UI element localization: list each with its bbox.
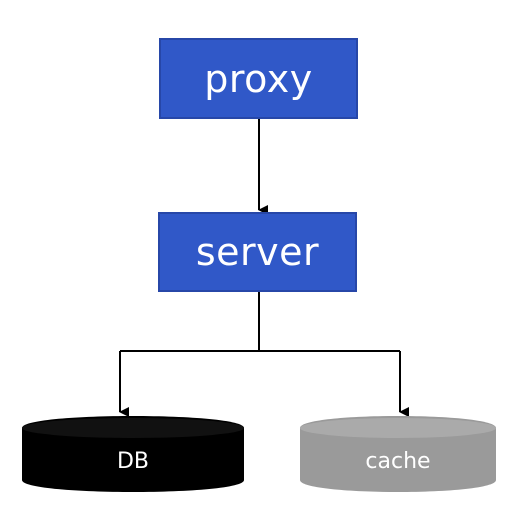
db-cylinder: DB bbox=[18, 414, 248, 494]
server-label: server bbox=[195, 230, 320, 274]
cache-cylinder: cache bbox=[298, 414, 498, 494]
server-node: server bbox=[158, 212, 357, 292]
cache-cylinder-shape bbox=[300, 416, 496, 492]
proxy-label: proxy bbox=[204, 56, 313, 101]
cache-label: cache bbox=[365, 448, 431, 474]
db-cylinder-shape bbox=[22, 416, 244, 492]
db-label: DB bbox=[116, 448, 150, 474]
proxy-node: proxy bbox=[159, 38, 358, 119]
